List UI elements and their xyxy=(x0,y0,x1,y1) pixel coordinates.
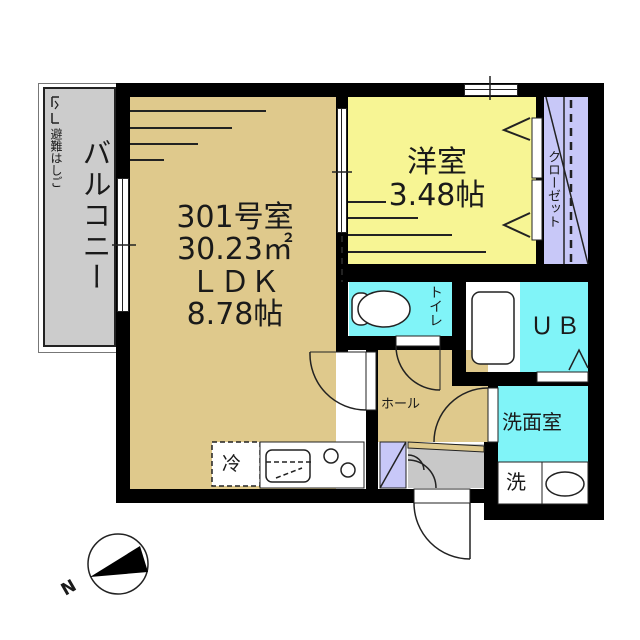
hall-label: ホール xyxy=(381,397,421,412)
window-western-top[interactable] xyxy=(464,84,518,96)
balcony-floor xyxy=(43,87,116,347)
western-room-name: 洋室 xyxy=(407,145,467,180)
ldk-room xyxy=(130,97,336,489)
hall xyxy=(378,350,488,442)
unit-bath xyxy=(520,282,588,372)
wall-western-bottom xyxy=(336,264,588,282)
western-room xyxy=(348,97,536,264)
wall-right xyxy=(588,83,604,520)
wall-bottom-right xyxy=(484,504,604,520)
escape-ladder-icon xyxy=(50,95,62,125)
washer-label: 洗 xyxy=(506,470,526,494)
western-room-label: 洋室 3.48帖 xyxy=(372,146,502,212)
escape-ladder-label: 避難はしご xyxy=(49,128,63,188)
balcony-label: バルコニー xyxy=(78,138,112,293)
unit-bath-label: ＵＢ xyxy=(530,312,582,340)
ldk-size: 8.78帖 xyxy=(186,297,284,333)
unit-area: 30.23㎡ xyxy=(177,232,293,268)
wall-toilet-right xyxy=(452,282,466,386)
toilet-label: トイレ xyxy=(427,285,443,327)
window-western-left[interactable] xyxy=(337,108,347,233)
wall-washer-divider xyxy=(492,442,498,504)
unit-number: 301号室 xyxy=(176,200,294,235)
western-room-size: 3.48帖 xyxy=(388,178,486,213)
north-compass-icon xyxy=(78,528,154,604)
washroom-label: 洗面室 xyxy=(502,410,562,434)
ldk-label: 301号室 30.23㎡ ＬＤＫ 8.78帖 xyxy=(160,200,310,333)
closet-label: クローゼット xyxy=(545,150,560,228)
wall-bottom-left xyxy=(116,489,492,503)
unit-type: ＬＤＫ xyxy=(190,264,280,300)
fridge-label: 冷 xyxy=(222,453,242,475)
